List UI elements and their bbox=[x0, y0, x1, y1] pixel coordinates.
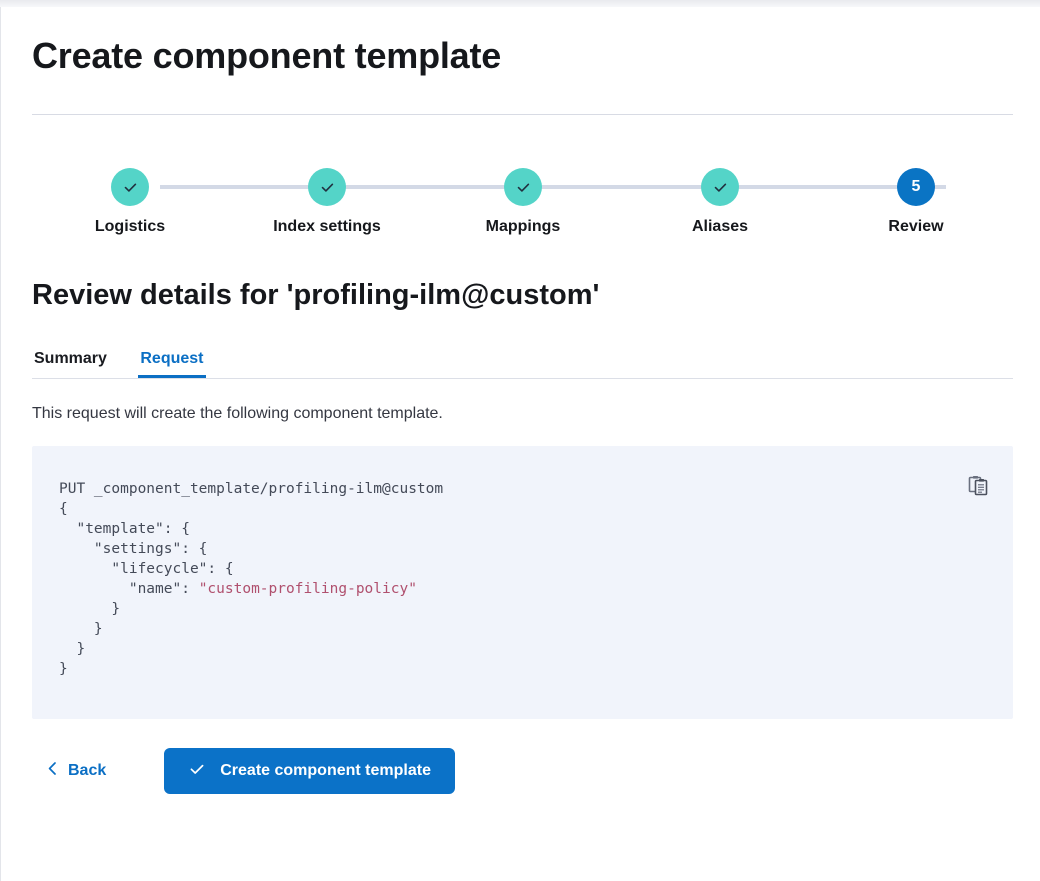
step-review-number: 5 bbox=[911, 178, 921, 195]
copy-clipboard-icon[interactable] bbox=[965, 472, 991, 498]
step-aliases-label: Aliases bbox=[691, 218, 749, 235]
request-description: This request will create the following c… bbox=[32, 405, 443, 422]
review-tabs: Summary Request bbox=[32, 342, 1013, 379]
step-aliases[interactable]: Aliases bbox=[625, 168, 815, 236]
code-line-lifecycle: "lifecycle": { bbox=[59, 561, 234, 577]
step-mappings-circle bbox=[504, 168, 542, 206]
check-icon bbox=[122, 179, 139, 196]
request-code-text: PUT _component_template/profiling-ilm@cu… bbox=[32, 479, 1013, 679]
code-line-template: "template": { bbox=[59, 521, 190, 537]
back-button-label: Back bbox=[68, 762, 107, 779]
page-title: Create component template bbox=[32, 35, 502, 76]
check-icon bbox=[188, 760, 206, 783]
step-review-circle: 5 bbox=[897, 168, 935, 206]
code-line-close-3: } bbox=[59, 641, 86, 657]
page-container: Create component template Logistics bbox=[1, 7, 1040, 881]
check-icon bbox=[712, 179, 729, 196]
back-button[interactable]: Back bbox=[46, 761, 106, 781]
code-line-open-brace: { bbox=[59, 501, 68, 517]
code-line-close-4: } bbox=[59, 661, 68, 677]
window-left-border bbox=[0, 7, 1, 881]
step-aliases-circle bbox=[701, 168, 739, 206]
step-logistics[interactable]: Logistics bbox=[35, 168, 225, 236]
check-icon bbox=[319, 179, 336, 196]
create-component-template-button[interactable]: Create component template bbox=[164, 748, 455, 794]
step-index-settings[interactable]: Index settings bbox=[232, 168, 422, 236]
code-string-value: "custom-profiling-policy" bbox=[198, 581, 417, 597]
step-mappings[interactable]: Mappings bbox=[428, 168, 618, 236]
step-connector-1 bbox=[160, 185, 357, 189]
wizard-stepper: Logistics Index settings bbox=[32, 168, 1013, 260]
step-mappings-label: Mappings bbox=[485, 218, 561, 235]
tab-request[interactable]: Request bbox=[138, 342, 206, 378]
wizard-actions: Back Create component template bbox=[32, 748, 1013, 794]
review-heading: Review details for 'profiling-ilm@custom… bbox=[32, 279, 600, 311]
code-line-settings: "settings": { bbox=[59, 541, 208, 557]
step-logistics-label: Logistics bbox=[94, 218, 166, 235]
step-logistics-circle bbox=[111, 168, 149, 206]
code-body: { "template": { "settings": { "lifecycle… bbox=[59, 501, 417, 677]
chevron-left-icon bbox=[46, 761, 59, 781]
header-divider bbox=[32, 114, 1013, 115]
request-code-block: PUT _component_template/profiling-ilm@cu… bbox=[32, 446, 1013, 719]
step-review-label: Review bbox=[888, 218, 944, 235]
create-component-template-label: Create component template bbox=[220, 762, 431, 779]
tab-summary[interactable]: Summary bbox=[34, 350, 107, 367]
code-line-close-2: } bbox=[59, 621, 103, 637]
check-icon bbox=[515, 179, 532, 196]
step-index-settings-label: Index settings bbox=[273, 218, 381, 235]
window-top-chrome bbox=[0, 0, 1040, 7]
step-connector-3 bbox=[553, 185, 750, 189]
step-index-settings-circle bbox=[308, 168, 346, 206]
page-content: Create component template Logistics bbox=[1, 7, 1040, 794]
code-request-line: PUT _component_template/profiling-ilm@cu… bbox=[59, 481, 444, 497]
code-line-close-1: } bbox=[59, 601, 121, 617]
code-line-name-key: "name": "custom-profiling-policy" bbox=[59, 581, 417, 597]
step-review[interactable]: 5 Review bbox=[821, 168, 1011, 236]
step-connector-2 bbox=[357, 185, 553, 189]
step-connector-4 bbox=[750, 185, 946, 189]
